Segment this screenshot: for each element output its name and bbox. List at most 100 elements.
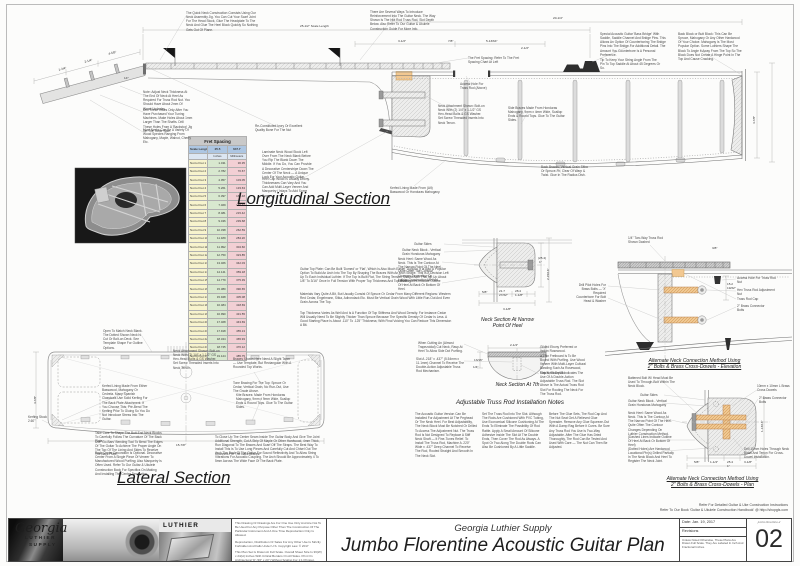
note-block: Materials Vary Quite A Bit, But Usually …: [300, 292, 451, 305]
fret7-section-label: Neck Section At 7th: [495, 382, 540, 388]
legal-note-3: This Plan Set Is Drawn At Full Scale. Ov…: [235, 550, 322, 563]
note-block: The Acoustic Guitar Version Can Be Insta…: [415, 412, 478, 458]
refer-note: Refer For Detailed Guitar & Uke Construc…: [659, 503, 788, 512]
note-block: Side Braces Made From Honduras Mahogany,…: [508, 106, 565, 123]
note-block: Back Center Decoration Is Optional. Deco…: [95, 451, 162, 476]
note-block: Arch The Back Of The Guitar For Sound Re…: [215, 451, 319, 464]
sheet-number: 02: [755, 525, 783, 553]
note-block: This Neck Detail Indicates The Use Of A …: [540, 371, 584, 396]
dimension-label: 3-1/2": [398, 39, 407, 43]
dimension-label: 5/8": [482, 290, 488, 294]
dimension-label: 3-1/8": [503, 307, 512, 311]
note-block: There Are Several Ways To Introduce Rein…: [370, 10, 436, 31]
dimension-label: (25.4): [538, 256, 547, 260]
plan-title: Jumbo Florentine Acoustic Guitar Plan: [341, 535, 665, 556]
soundhole-photo: [125, 525, 159, 559]
note-block: Kite Braces: Made From Honduras Mahogany…: [236, 393, 293, 410]
note-block: Top Thickness Varies As Well And Is A Fu…: [300, 311, 452, 328]
meta-cells: Date: Jan. 19, 2017 Revisions Unless Not…: [680, 519, 747, 561]
note-block: Drill These Holes Only After You Have Pu…: [143, 108, 193, 133]
dimension-label: 21.7: [499, 289, 506, 293]
logo-sub-text-1: LUTHIER: [25, 535, 57, 540]
note-block: The Quick Neck Construction Consists Usi…: [186, 11, 258, 32]
note-block: Braces Shown Here Need A Slight Taper — …: [233, 357, 292, 370]
fret-table-title: Fret Spacing: [188, 136, 247, 146]
note-block: Access Hole For Truss Rod Nut: [737, 276, 776, 285]
truss-rod-notes-heading: Adjustable Truss Rod Installation Notes: [456, 399, 564, 406]
alt-plan-drawing: [661, 380, 770, 469]
note-block: A Thin Fretboard Is To Be Bound With Pur…: [540, 354, 586, 375]
dimension-label: 4-7/8": [752, 115, 756, 124]
note-block: Dashed Lines Indicate Outline Of Heel At…: [398, 279, 441, 292]
dimension-label: 14°: [124, 76, 129, 80]
note-block: 2" Brass Connector Bolts: [759, 396, 787, 405]
dimension-label: 2-15/16": [546, 268, 550, 280]
drawing-svg: [33, 15, 793, 469]
title-area: Georgia Luthier Supply Jumbo Florentine …: [327, 519, 680, 561]
note-block: Back Block or Butt Block: This Can Be Sp…: [678, 32, 742, 61]
dimension-label: 7/8": [448, 39, 454, 43]
dimension-label: 1-1/8": [515, 293, 524, 297]
dimension-label: 15-7/8": [176, 443, 186, 447]
note-block: Guitar Sides: [414, 242, 432, 246]
heel-section-drawing: [441, 237, 572, 306]
dimension-label: 4-7/8": [33, 395, 37, 404]
company-logo: Georgia LUTHIER SUPPLY LUTHIER SUPPLIES: [9, 519, 232, 561]
note-block: Use 'Go-Bars' Bending Tool To Bend The E…: [95, 440, 163, 457]
note-block: Guitar Sides: [640, 393, 658, 397]
dimension-label: 1": [727, 464, 730, 468]
note-block: Tone Bracing For The Top: Spruce Or Ceda…: [233, 381, 289, 394]
note-block: Before The Glue Sets, The Rod Cap And Th…: [549, 412, 610, 450]
company-name: Georgia Luthier Supply: [454, 523, 552, 534]
dimension-label: 13/16": [474, 358, 483, 362]
dimension-label: 3/8": [712, 246, 718, 250]
construction-photo: [74, 167, 187, 244]
note-block: To Close Up The Center Seam Inside The G…: [215, 435, 320, 456]
revisions-cell: Revisions: [680, 528, 746, 537]
fret-spacing-table: Fret Spacing Scale Length 25.5 647.7 Inc…: [187, 136, 248, 361]
note-block: Laminate Neck Wood Stock Left Over From …: [262, 150, 314, 179]
dimension-label: 5/8": [694, 460, 700, 464]
note-block: Open To Match Neck Blank. The Dotted Sho…: [103, 329, 143, 350]
fret-table-header-scale: Scale Length: [187, 145, 209, 154]
note-block: (Dashed Lines Indicate Outline Of Heel A…: [628, 435, 672, 448]
dimension-label: 2-1/4": [510, 343, 519, 347]
note-block: Re-Constituted Ivory Or Excellent Qualit…: [255, 124, 303, 133]
note-block: Kerfing Stock 2.60": [28, 415, 47, 424]
date-cell: Date: Jan. 19, 2017: [680, 519, 746, 528]
note-block: Gilded Ebony Preferred or Indian Rosewoo…: [540, 345, 578, 354]
note-block: Guitar Neck Block - Vertical Grain Hondu…: [628, 399, 667, 408]
dimension-label: 15.2: [727, 282, 734, 286]
sheet-number-cell: jumbo-florentine-2 02: [747, 519, 791, 561]
note-block: Neck Attachment Shown: Bolt-on Neck With…: [173, 349, 220, 370]
note-block: Neck Heel: Same Wood As Neck. This Is Th…: [398, 257, 442, 282]
note-block: Hex Truss Rod Adjustment Nut: [737, 288, 775, 297]
dimension-label: 27/32": [499, 293, 508, 297]
note-block: Slot A .218" x .437" (5.54mm x 11.1mm) C…: [416, 357, 465, 374]
note-block: Neck Attachment Shown: Bolt-on Neck With…: [438, 104, 485, 125]
note-block: Most Necks Can Be A Variety Of Wood Spec…: [143, 128, 192, 145]
dimension-label: 1-13/16": [760, 420, 764, 432]
note-block: Tip To Keep Your String Angle From The P…: [600, 58, 661, 71]
logo-neck-blank-photo: [165, 533, 215, 561]
note-block: Special Acoustic Guitar 'Bass Bridge' Wi…: [600, 32, 666, 57]
logo-guitar-photo: [9, 519, 63, 561]
scale-note: Unless Noted Otherwise, These Plans Are …: [682, 537, 744, 550]
title-block: Georgia LUTHIER SUPPLY LUTHIER SUPPLIES …: [8, 518, 792, 562]
note-block: 10mm x 10mm L Brass Cross Dowels: [757, 384, 790, 393]
longitudinal-section-drawing: [33, 15, 775, 187]
note-block: Kerfed Lining Made From (Alt) Basswood O…: [390, 186, 441, 195]
